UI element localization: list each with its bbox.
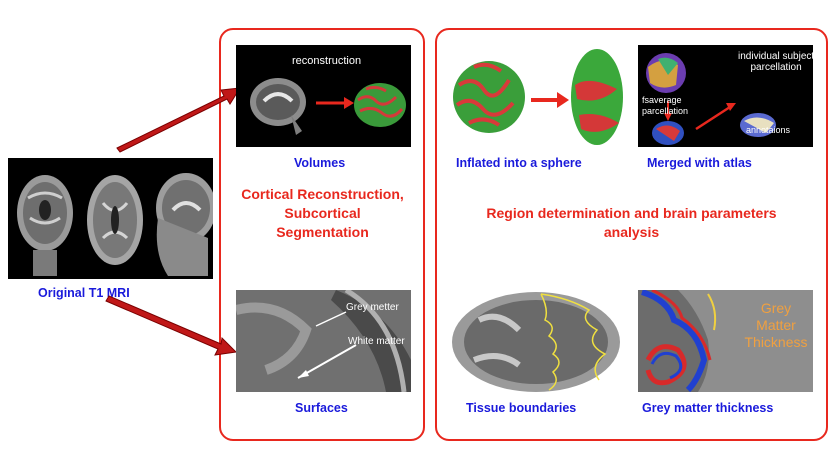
surfaces-caption: Surfaces (295, 401, 348, 415)
left-title-line-1: Cortical Reconstruction, (241, 186, 404, 202)
original-mri-image (8, 158, 213, 279)
right-title-line-2: analysis (603, 224, 660, 240)
right-title-line-1: Region determination and brain parameter… (486, 205, 777, 221)
tissue-image (449, 290, 624, 392)
original-mri-caption: Original T1 MRI (38, 286, 130, 300)
thickness-image: Grey Matter Thickness (638, 290, 813, 392)
thickness-label-line-1: Grey (760, 300, 792, 316)
volumes-caption: Volumes (294, 156, 346, 170)
right-panel (435, 28, 828, 441)
merged-image: individual subject parcellation fsaverag… (638, 45, 813, 147)
tissue-caption: Tissue boundaries (466, 401, 577, 415)
merged-caption: Merged with atlas (647, 156, 752, 170)
thickness-label-line-3: Thickness (744, 334, 808, 350)
volumes-image-label: reconstruction (292, 55, 362, 67)
inflated-caption: Inflated into a sphere (456, 156, 582, 170)
arrow-to-surfaces (105, 295, 238, 356)
merged-fsaverage-line-1: fsaverage (642, 95, 682, 105)
surfaces-grey-label: Grey metter (346, 302, 399, 313)
merged-individual-line-1: individual subject (738, 51, 813, 62)
left-title-line-2: Subcortical (284, 205, 361, 221)
left-panel (219, 28, 425, 441)
right-panel-title: Region determination and brain parameter… (440, 204, 823, 242)
surfaces-white-label: White matter (348, 336, 405, 347)
merged-individual-label: individual subject parcellation (738, 51, 813, 73)
thickness-label: Grey Matter Thickness (742, 300, 810, 351)
merged-fsaverage-label: fsaverage parcellation (642, 95, 688, 117)
merged-fsaverage-line-2: parcellation (642, 106, 689, 116)
merged-annot-label: annotaions (746, 125, 791, 135)
thickness-label-line-2: Matter (756, 317, 796, 333)
inflated-image (449, 45, 624, 147)
left-title-line-3: Segmentation (276, 224, 369, 240)
volumes-image: reconstruction (236, 45, 411, 147)
surfaces-image: Grey metter White matter (236, 290, 411, 392)
left-panel-title: Cortical Reconstruction, Subcortical Seg… (226, 185, 419, 242)
thickness-caption: Grey matter thickness (642, 401, 774, 415)
merged-individual-line-2: parcellation (750, 62, 802, 73)
